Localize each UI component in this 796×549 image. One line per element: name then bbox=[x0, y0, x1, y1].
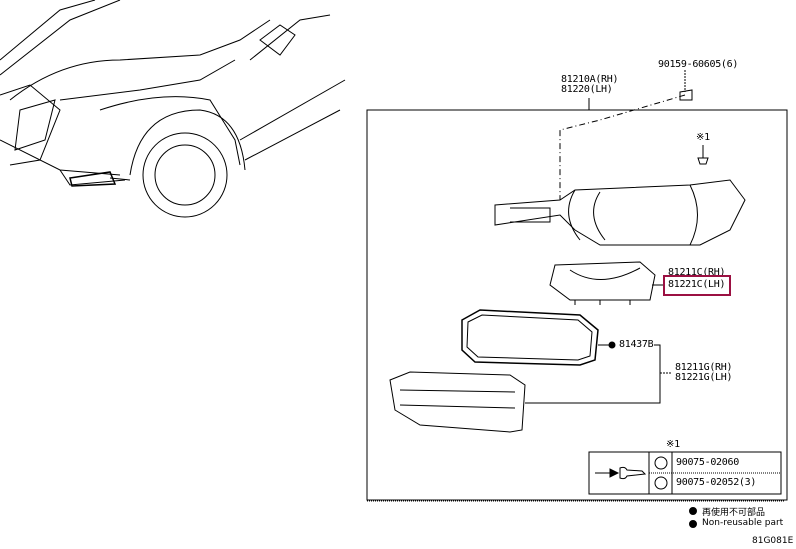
diagram-frame bbox=[366, 109, 788, 501]
label-bolt[interactable]: 90159-60605(6) bbox=[658, 59, 739, 70]
label-lamp-assy-rh[interactable]: 81210A(RH) bbox=[561, 74, 619, 85]
fastener-table bbox=[588, 451, 782, 495]
legend-en: Non-reusable part bbox=[702, 518, 784, 528]
lamp-assembly-drawing bbox=[494, 179, 746, 246]
legend-jp: 再使用不可部品 bbox=[702, 508, 766, 518]
table-ref-mark: ※1 bbox=[666, 439, 680, 450]
vehicle-sketch bbox=[0, 0, 346, 218]
label-unit-rh[interactable]: 81211C(RH) bbox=[668, 267, 726, 278]
label-gasket[interactable]: 81437B bbox=[619, 339, 654, 350]
gasket-drawing bbox=[461, 309, 599, 366]
label-cover-lh[interactable]: 81221G(LH) bbox=[675, 372, 733, 383]
label-cover-rh[interactable]: 81211G(RH) bbox=[675, 362, 733, 373]
table-part-2[interactable]: 90075-02052(3) bbox=[676, 477, 757, 488]
lamp-unit-drawing bbox=[549, 261, 656, 305]
cover-drawing bbox=[389, 371, 526, 433]
table-part-1[interactable]: 90075-02060 bbox=[676, 457, 739, 468]
label-lamp-assy-lh[interactable]: 81220(LH) bbox=[561, 84, 613, 95]
screw-icon bbox=[654, 476, 668, 490]
label-unit-lh[interactable]: 81221C(LH) bbox=[668, 279, 726, 290]
ref-mark: ※1 bbox=[696, 132, 710, 143]
highlight-box bbox=[663, 275, 731, 296]
clip-icon bbox=[654, 456, 668, 470]
diagram-id: 81G081E bbox=[752, 536, 794, 546]
